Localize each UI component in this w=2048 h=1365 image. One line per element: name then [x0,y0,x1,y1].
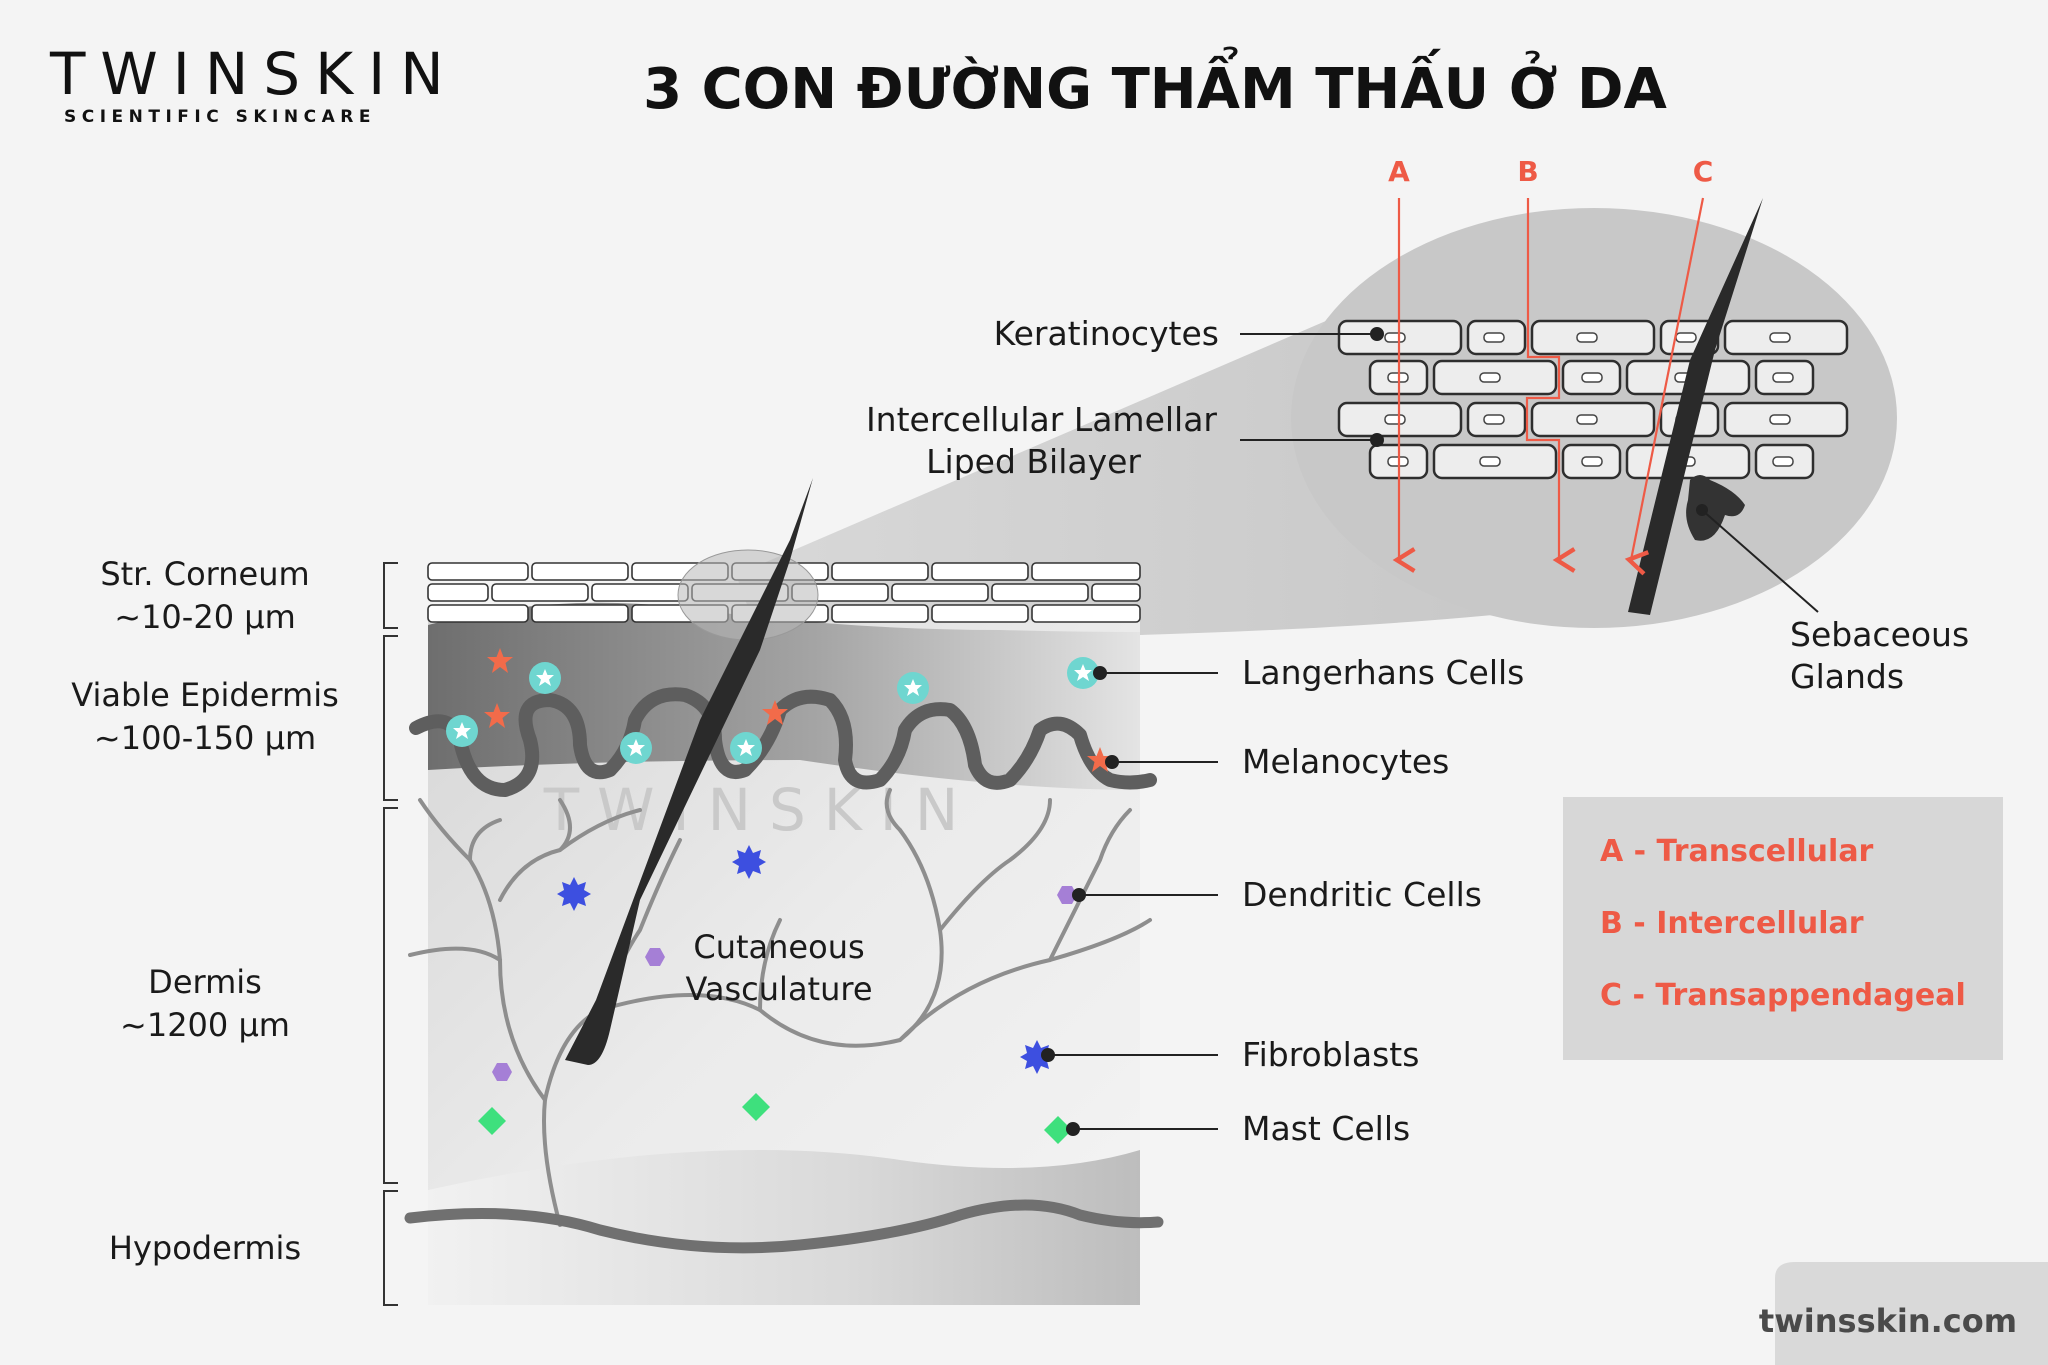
hair-shaft [565,478,813,1065]
layer-name-hypodermis: Hypodermis [109,1229,301,1267]
layer-brackets [383,562,398,1306]
layer-labels: Str. Corneum ~10-20 μm Viable Epidermis … [71,555,339,1267]
label-langerhans: Langerhans Cells [1242,653,1524,692]
pathway-letter-c: C [1693,155,1714,188]
hypodermis-boundary [404,1199,1164,1254]
watermark: TWINSKIN [543,776,977,844]
layer-size-dermis: ~1200 μm [120,1006,290,1044]
legend-item-a: A - Transcellular [1600,834,1874,869]
hypodermis-layer [428,1150,1140,1305]
zoomed-hair-shaft [1628,198,1763,615]
layer-name-dermis: Dermis [148,963,262,1001]
brand-name: TWINSKIN [49,40,459,108]
pathway-letter-a: A [1388,155,1410,188]
pathway-b-arrow [1525,198,1576,573]
label-dendritic: Dendritic Cells [1242,875,1482,914]
skin-cross-section: TWINSKIN [404,478,1164,1309]
label-lipid-line2: Liped Bilayer [926,442,1141,481]
website-badge: twinsskin.com [1759,1262,2048,1365]
cell-callout-labels: Langerhans Cells Melanocytes Dendritic C… [1242,653,1524,1148]
label-keratinocytes: Keratinocytes [994,314,1219,353]
dermal-epidermal-junction [409,687,1157,797]
legend-item-b: B - Intercellular [1600,906,1864,941]
cell-callouts [1041,666,1218,1136]
label-melanocytes: Melanocytes [1242,742,1449,781]
svg-text:Vasculature: Vasculature [685,970,872,1008]
pathway-legend: A - Transcellular B - Intercellular C - … [1563,797,2003,1060]
pathway-letters: A B C [1388,155,1713,188]
website-url: twinsskin.com [1759,1302,2017,1340]
dendritic-cells [492,886,1077,1081]
page-title: 3 CON ĐƯỜNG THẨM THẤU Ở DA [643,48,1667,122]
legend-item-c: C - Transappendageal [1600,978,1966,1013]
zoom-callouts [1240,327,1819,613]
zoomed-keratinocytes [1337,319,1849,480]
pathway-c-arrow [1624,197,1705,576]
brand-logo: TWINSKIN SCIENTIFIC SKINCARE [49,40,459,127]
pathway-letter-b: B [1517,155,1538,188]
epidermis-layer [428,602,1140,790]
pathway-arrows [1392,197,1705,576]
layer-size-epidermis: ~100-150 μm [94,719,316,757]
zoom-detail [1291,198,1897,628]
layer-name-corneum: Str. Corneum [100,555,309,593]
svg-text:Cutaneous: Cutaneous [693,928,864,966]
mast-cells [478,1093,1072,1144]
label-sebaceous-line2: Glands [1790,657,1904,696]
blood-vessels [408,788,1152,1227]
langerhans-cells [446,657,1099,764]
label-fibroblasts: Fibroblasts [1242,1035,1419,1074]
label-sebaceous-line1: Sebaceous [1790,615,1969,654]
label-lipid-line1: Intercellular Lamellar [866,400,1217,439]
vasculature-label: Cutaneous Vasculature [685,928,872,1008]
brand-tagline: SCIENTIFIC SKINCARE [64,107,376,127]
sebaceous-gland [1686,475,1745,541]
legend-box [1563,797,2003,1060]
melanocyte-cells [484,648,1113,772]
layer-name-epidermis: Viable Epidermis [71,676,339,714]
zoom-callout-labels: Keratinocytes Intercellular Lamellar Lip… [866,314,1969,696]
layer-size-corneum: ~10-20 μm [114,598,296,636]
label-mast: Mast Cells [1242,1109,1410,1148]
